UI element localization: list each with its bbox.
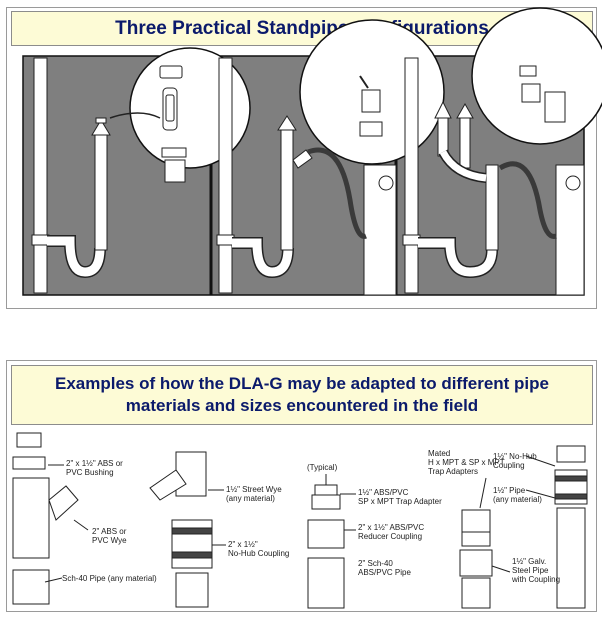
label-street-wye: 1½" Street Wye (any material) (226, 485, 282, 503)
bottom-title-line-1: Examples of how the DLA-G may be adapted… (54, 374, 549, 393)
label-sch40-abs-pvc: 2" Sch-40 ABS/PVC Pipe (358, 559, 411, 577)
label-nohub-coupling-2in: 2" x 1½" No-Hub Coupling (228, 540, 290, 558)
label-mated-adapters: Mated H x MPT & SP x MPT Trap Adapters (428, 449, 505, 476)
label-galv-steel-pipe: 1½" Galv. Steel Pipe with Coupling (512, 557, 561, 584)
label-nohub-coupling-15: 1½" No-Hub Coupling (493, 452, 537, 470)
fittings-group-3 (307, 474, 356, 609)
label-typical: (Typical) (307, 463, 338, 472)
label-pipe-any: 1½" Pipe (any material) (493, 486, 542, 504)
bottom-title-banner: Examples of how the DLA-G may be adapted… (11, 365, 593, 425)
fittings-group-1 (12, 432, 89, 605)
label-wye: 2" ABS or PVC Wye (92, 527, 127, 545)
label-bushing: 2" x 1½" ABS or PVC Bushing (66, 459, 123, 477)
label-trap-adapter: 1½" ABS/PVC SP x MPT Trap Adapter (358, 488, 442, 506)
label-reducer-coupling: 2" x 1½" ABS/PVC Reducer Coupling (358, 523, 425, 541)
config-3 (402, 7, 602, 296)
fittings-group-4 (459, 445, 588, 609)
label-sch40-any: Sch-40 Pipe (any material) (62, 574, 157, 583)
fittings-group-2 (149, 451, 226, 608)
bottom-title-line-2: materials and sizes encountered in the f… (125, 396, 479, 415)
